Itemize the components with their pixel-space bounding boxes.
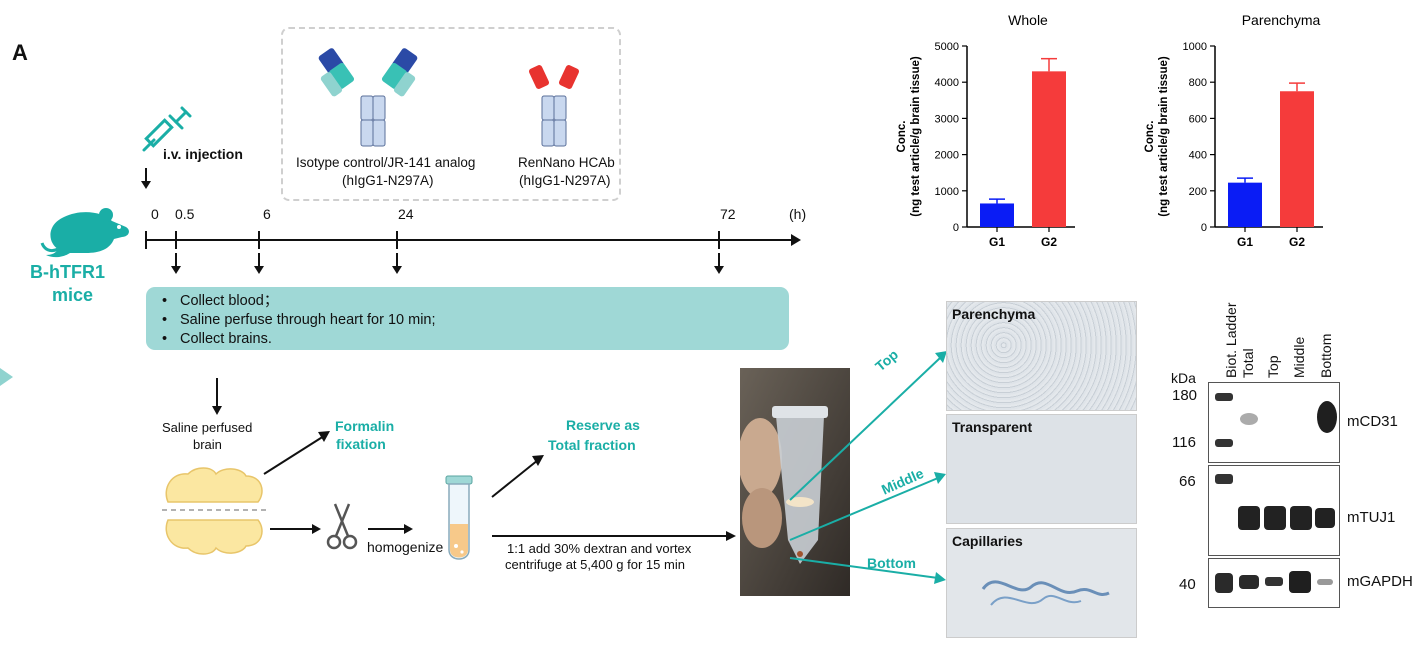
brain-icon [162, 467, 266, 555]
scissors-icon [326, 503, 358, 550]
transparent-micrograph: Transparent [946, 414, 1137, 524]
lane-label: Bottom [1318, 333, 1334, 378]
y-axis-label: (ng test article/g brain tissue) [910, 56, 922, 217]
micrograph-label: Parenchyma [952, 306, 1036, 322]
y-axis-label: Conc. [896, 121, 908, 153]
timeline-tick-label: 72 [720, 206, 736, 222]
micrograph-label: Transparent [952, 419, 1033, 435]
chart-title: Whole [1008, 12, 1048, 28]
rennano-name: RenNano HCAb [518, 155, 615, 170]
brain-label: Saline perfused [162, 420, 253, 435]
process-flow-arrows [212, 378, 736, 541]
isotype-antibody-icon [318, 48, 418, 147]
capillary-structure-icon [981, 580, 1110, 606]
target-label: mGAPDH [1347, 573, 1413, 590]
dextran-step-2: centrifuge at 5,400 g for 15 min [505, 557, 685, 572]
bar [1280, 91, 1314, 227]
y-tick-label: 1000 [1183, 41, 1207, 53]
lane-label: Top [1265, 355, 1281, 378]
mouse-icon [40, 208, 129, 258]
layer-arrows [789, 351, 947, 584]
bar [1228, 182, 1262, 227]
lane-label: Middle [1291, 336, 1307, 378]
step-item: Collect brains. [162, 330, 789, 349]
mouse-line-label: B-hTFR1 [30, 262, 105, 282]
antibody-legend-box [281, 27, 621, 201]
layer-bottom-label: Bottom [867, 555, 916, 571]
formalin-label-2: fixation [336, 436, 386, 452]
timeline-tick-label: 24 [398, 206, 414, 222]
timeline-tick-label: 0 [151, 206, 159, 222]
marker-label: 40 [1179, 576, 1196, 593]
target-label: mCD31 [1347, 413, 1398, 430]
rennano-hcab-icon [528, 65, 580, 147]
y-tick-label: 600 [1189, 113, 1207, 125]
blot-panel-tuj1 [1208, 465, 1340, 556]
y-tick-label: 200 [1189, 186, 1207, 198]
syringe-icon [142, 106, 192, 152]
blot-bands [1215, 393, 1337, 447]
timeline-unit: (h) [789, 206, 807, 222]
homogenize-label: homogenize [367, 539, 444, 555]
marker-label: 116 [1172, 434, 1196, 451]
test-tube-icon [445, 475, 473, 560]
panel-label: A [12, 40, 28, 65]
blot-bands [1215, 571, 1333, 593]
y-tick-label: 3000 [935, 113, 959, 125]
lane-label: Total [1240, 348, 1256, 378]
target-label: mTUJ1 [1347, 509, 1396, 526]
reserve-label: Reserve as [566, 417, 640, 433]
bar [1032, 71, 1066, 227]
sampling-steps-box: Collect blood； Saline perfuse through he… [146, 287, 789, 350]
kda-label: kDa [1171, 370, 1196, 386]
step-item: Saline perfuse through heart for 10 min; [162, 311, 789, 330]
y-tick-label: 4000 [935, 77, 959, 89]
x-tick-label: G2 [1041, 235, 1057, 249]
isotype-name: Isotype control/JR-141 analog [296, 155, 476, 170]
y-tick-label: 0 [1201, 222, 1207, 234]
marker-label: 66 [1179, 473, 1196, 490]
y-axis-label: Conc. [1144, 121, 1156, 153]
y-tick-label: 2000 [935, 150, 959, 162]
timeline-tick-label: 6 [263, 206, 271, 222]
micrograph-label: Capillaries [952, 533, 1023, 549]
chart-title: Parenchyma [1242, 12, 1321, 28]
marker-label: 180 [1172, 387, 1198, 404]
bar [980, 203, 1014, 227]
dextran-step: 1:1 add 30% dextran and vortex [507, 541, 692, 556]
parenchyma-micrograph: Parenchyma [946, 301, 1137, 411]
y-tick-label: 1000 [935, 186, 959, 198]
isotype-format: (hIgG1-N297A) [342, 173, 434, 188]
timeline [141, 168, 801, 274]
y-tick-label: 400 [1189, 150, 1207, 162]
y-axis-label: (ng test article/g brain tissue) [1158, 56, 1170, 217]
blot-panel-gapdh [1208, 558, 1340, 608]
rennano-format: (hIgG1-N297A) [519, 173, 611, 188]
lane-label: Biot. Ladder [1223, 302, 1239, 379]
timeline-tick-label: 0.5 [175, 206, 195, 222]
formalin-label: Formalin [335, 418, 395, 434]
brain-label-2: brain [193, 437, 222, 452]
blot-panel-cd31 [1208, 382, 1340, 463]
reserve-label-2: Total fraction [548, 437, 636, 453]
step-item: Collect blood； [162, 292, 789, 311]
x-tick-label: G1 [1237, 235, 1253, 249]
x-tick-label: G1 [989, 235, 1005, 249]
y-tick-label: 5000 [935, 41, 959, 53]
y-tick-label: 800 [1189, 77, 1207, 89]
y-tick-label: 0 [953, 222, 959, 234]
edge-arrow-icon [0, 368, 13, 386]
mouse-line-label-2: mice [52, 285, 94, 305]
capillaries-micrograph: Capillaries [946, 528, 1137, 638]
blot-bands [1215, 474, 1335, 530]
x-tick-label: G2 [1289, 235, 1305, 249]
injection-label: i.v. injection [163, 146, 243, 162]
